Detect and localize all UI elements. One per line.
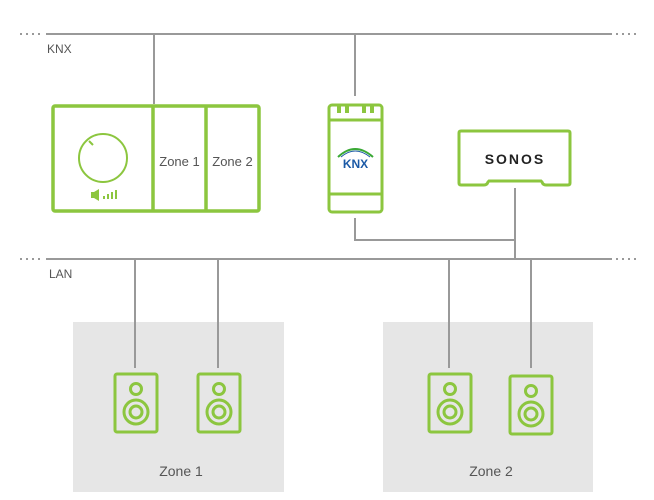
speaker-cabinet	[113, 372, 159, 434]
knx-logo-text: KNX	[343, 157, 368, 171]
zone-1-area	[73, 322, 284, 492]
knx-bus-label: KNX	[47, 42, 72, 56]
keypad-zone-2-label: Zone 2	[212, 154, 252, 169]
speaker-woofer-inner	[128, 404, 144, 420]
speaker-icon	[427, 372, 473, 434]
speaker-woofer-outer	[436, 398, 464, 426]
speaker-woofer-outer	[517, 400, 545, 428]
speaker-icon	[113, 372, 159, 434]
speaker-icon	[508, 374, 554, 436]
speaker-cabinet	[196, 372, 242, 434]
connection-lines	[134, 34, 532, 368]
zone-2-area	[383, 322, 593, 492]
sonos-device: SONOS	[457, 129, 572, 187]
speaker-tweeter	[212, 382, 226, 396]
speaker-woofer-outer	[122, 398, 150, 426]
speaker-woofer-outer	[205, 398, 233, 426]
speaker-tweeter	[524, 384, 538, 398]
zone-2-label: Zone 2	[469, 463, 513, 479]
speaker-woofer-inner	[523, 406, 539, 422]
lan-bus-label: LAN	[49, 267, 72, 281]
knx-module-lan-link	[354, 218, 515, 241]
volume-level-icon	[91, 189, 117, 201]
sonos-logo-text: SONOS	[485, 151, 546, 167]
knx-module: KNX	[327, 103, 384, 214]
speaker-tweeter	[443, 382, 457, 396]
zone-1-label: Zone 1	[159, 463, 203, 479]
keypad-device: Zone 1 Zone 2	[51, 104, 261, 213]
speaker-tweeter	[129, 382, 143, 396]
speaker-icon	[196, 372, 242, 434]
speaker-cabinet	[427, 372, 473, 434]
speaker-woofer-inner	[211, 404, 227, 420]
rotary-knob-icon	[78, 133, 128, 183]
knx-logo: KNX	[337, 148, 374, 171]
speaker-woofer-inner	[442, 404, 458, 420]
speaker-cabinet	[508, 374, 554, 436]
keypad-zone-1-label: Zone 1	[159, 154, 199, 169]
